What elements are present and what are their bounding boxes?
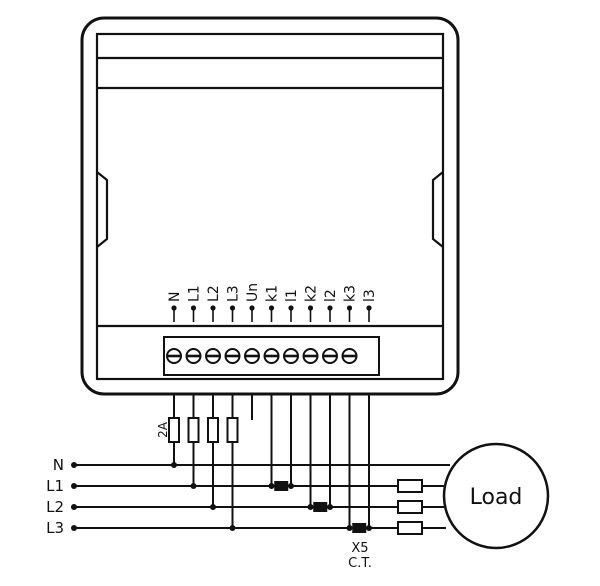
left-side-notch (96, 171, 109, 248)
terminal-label-k1: k1 (265, 285, 281, 302)
ct-label: C.T. (348, 556, 372, 571)
terminal-screw-l1 (185, 348, 202, 364)
terminal-dot-l1 (190, 305, 197, 311)
load-circle (442, 442, 550, 550)
fuse-l1 (187, 417, 200, 443)
load-element-l1 (397, 479, 423, 493)
terminal-dot-n (171, 305, 177, 311)
terminal-label-l2: l2 (323, 289, 339, 302)
terminal-dot-l3 (229, 305, 236, 311)
load-element-l3 (397, 521, 423, 535)
meter-enclosure (80, 16, 460, 396)
connection-wires (71, 394, 450, 535)
terminal-screw-l2 (322, 348, 338, 364)
load-label: Load (470, 485, 523, 510)
terminal-dot-l2 (327, 305, 333, 311)
terminal-dot-k1 (268, 305, 275, 311)
terminal-screw-un (244, 348, 260, 364)
ct-core-3 (352, 523, 367, 533)
supply-line-labels: N L1 L2 L3 (46, 456, 64, 537)
terminal-screw-n (166, 348, 182, 364)
fuse-l2 (207, 417, 219, 443)
terminal-dot-l1 (288, 305, 294, 311)
fuse-l3 (226, 417, 239, 443)
ct-dot-l2 (327, 504, 333, 510)
terminal-dot-l3 (366, 305, 372, 311)
terminal-label-k3: k3 (343, 285, 359, 302)
ct-core-2 (313, 502, 328, 512)
terminal-block-housing (163, 336, 380, 376)
terminal-screw-l3 (224, 348, 241, 364)
terminal-label-l3: L3 (226, 285, 242, 302)
terminal-screw-l2 (205, 348, 221, 364)
terminal-label-l1: l1 (284, 289, 300, 302)
ct-core-1 (274, 481, 289, 491)
terminal-screw-k1 (263, 348, 280, 364)
terminal-screw-k3 (341, 348, 358, 364)
line-label-n: N (53, 456, 64, 474)
ct-dot-l3 (366, 525, 372, 531)
terminal-screw-k2 (302, 348, 319, 364)
terminal-label-un: Un (245, 283, 261, 302)
meter-outer-housing (80, 16, 460, 396)
terminal-screw-l1 (283, 348, 299, 364)
meter-inner-frame (95, 32, 445, 381)
ct-dot-k3 (346, 525, 353, 531)
ct-dot-l1 (288, 483, 294, 489)
junction-l3 (229, 525, 236, 531)
junction-n (171, 462, 177, 468)
terminal-label-l1: L1 (187, 285, 203, 302)
ct-ratio-label: X5 (351, 541, 368, 556)
terminal-dot-un (249, 305, 255, 311)
line-label-l3: L3 (46, 519, 64, 537)
fuse-rating-label: 2A (156, 421, 170, 438)
junction-l1 (190, 483, 197, 489)
line-label-l1: L1 (46, 477, 64, 495)
terminal-label-n: N (167, 292, 183, 302)
terminal-dot-l2 (210, 305, 216, 311)
terminal-label-k2: k2 (304, 285, 320, 302)
ct-dot-k2 (307, 504, 314, 510)
right-side-notch (431, 171, 444, 248)
ct-dot-k1 (268, 483, 275, 489)
terminal-dot-k3 (346, 305, 353, 311)
terminal-label-l3: l3 (362, 289, 378, 302)
load-element-l2 (397, 500, 423, 514)
terminal-dot-k2 (307, 305, 314, 311)
line-label-l2: L2 (46, 498, 64, 516)
fuse-n (168, 417, 180, 443)
terminal-label-l2: L2 (206, 285, 222, 302)
load: Load (442, 442, 550, 550)
junction-l2 (210, 504, 216, 510)
